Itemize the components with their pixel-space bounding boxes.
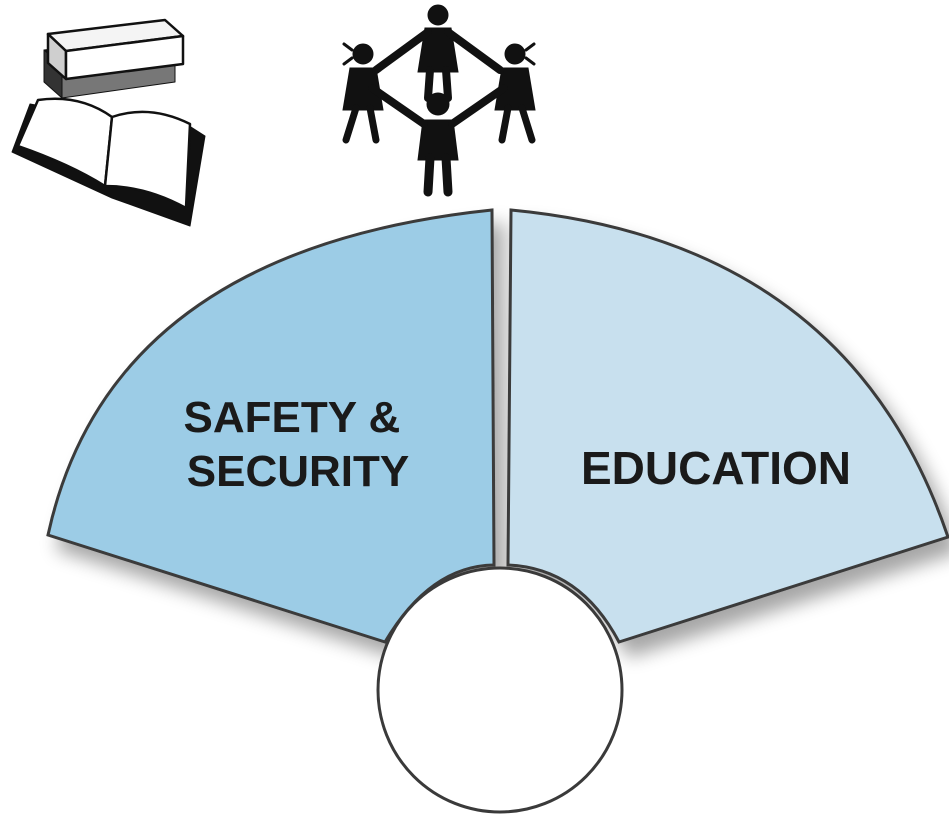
fan-segments — [46, 208, 949, 644]
center-circle — [376, 566, 624, 814]
segment-education — [506, 208, 949, 644]
education-label: EDUCATION — [581, 442, 851, 494]
books-icon — [11, 18, 206, 227]
safety-label-line-2: SECURITY — [187, 447, 409, 496]
safety-label-line-1: SAFETY & — [183, 393, 400, 442]
children-circle-icon — [342, 4, 536, 197]
safety-label: SAFETY & SECURITY — [183, 393, 412, 496]
